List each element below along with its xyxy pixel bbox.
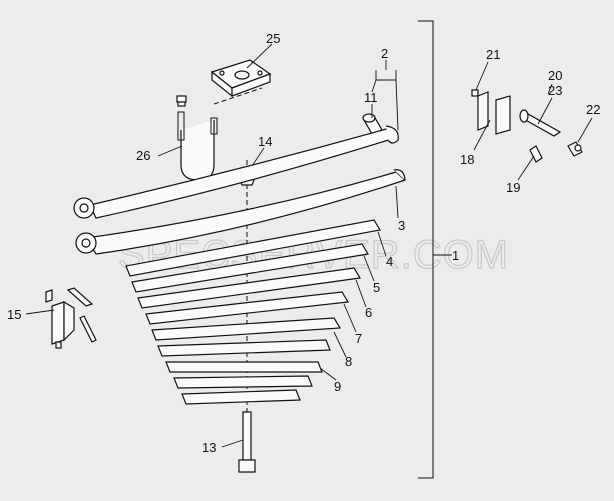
callout-5: 5 xyxy=(373,280,380,295)
callout-7: 7 xyxy=(355,331,362,346)
leader-4 xyxy=(377,231,387,257)
callout-22: 22 xyxy=(586,102,600,117)
main-leaf-2 xyxy=(73,125,399,219)
callout-14: 14 xyxy=(258,134,272,149)
leaf-6 xyxy=(137,267,361,309)
leaf-8 xyxy=(151,317,342,357)
callout-3: 3 xyxy=(398,218,405,233)
leader-2b xyxy=(395,79,399,131)
leader-3 xyxy=(395,185,399,219)
callout-1: 1 xyxy=(452,248,459,263)
shackle-bolt-20 xyxy=(519,109,562,137)
leader-13 xyxy=(221,439,244,448)
leader-20 xyxy=(547,83,553,95)
leaf-9 xyxy=(165,361,323,405)
leaf-4 xyxy=(125,219,381,277)
grease-fitting-19 xyxy=(529,145,543,163)
callout-6: 6 xyxy=(365,305,372,320)
bracket-2 xyxy=(375,70,397,81)
leader-23 xyxy=(537,97,553,125)
leader-9 xyxy=(319,367,337,381)
assembly-bracket xyxy=(418,20,434,479)
callout-23: 23 xyxy=(548,83,562,98)
shackle-18 xyxy=(471,89,511,135)
callout-20: 20 xyxy=(548,68,562,83)
bracket-assembly-15 xyxy=(45,287,97,349)
callout-26: 26 xyxy=(136,148,150,163)
callout-18: 18 xyxy=(460,152,474,167)
callout-21: 21 xyxy=(486,47,500,62)
leader-5 xyxy=(363,255,375,282)
leader-2a xyxy=(371,79,377,93)
leader-8 xyxy=(333,331,347,358)
callout-9: 9 xyxy=(334,379,341,394)
leader-18 xyxy=(473,119,491,151)
callout-11: 11 xyxy=(364,90,378,105)
callout-15: 15 xyxy=(7,307,21,322)
leaf-5 xyxy=(131,243,369,293)
callout-4: 4 xyxy=(386,254,393,269)
leader-25 xyxy=(246,43,273,69)
leaf-7 xyxy=(145,291,349,325)
leader-7 xyxy=(343,303,357,333)
center-bolt-13 xyxy=(238,411,256,473)
leader-21 xyxy=(475,61,489,91)
leader-22 xyxy=(577,117,593,143)
plate-dash xyxy=(213,87,263,105)
callout-25: 25 xyxy=(266,31,280,46)
leader-26 xyxy=(157,145,183,157)
u-bolt-26 xyxy=(176,95,218,181)
callout-13: 13 xyxy=(202,440,216,455)
leaf-3 xyxy=(75,169,407,255)
callout-19: 19 xyxy=(506,180,520,195)
callout-2: 2 xyxy=(381,46,388,61)
fitting-22 xyxy=(567,141,583,157)
leader-15 xyxy=(25,309,55,315)
saddle-plate-25 xyxy=(210,59,272,98)
leader-19 xyxy=(517,155,535,181)
callout-8: 8 xyxy=(345,354,352,369)
leader-6 xyxy=(355,279,367,308)
